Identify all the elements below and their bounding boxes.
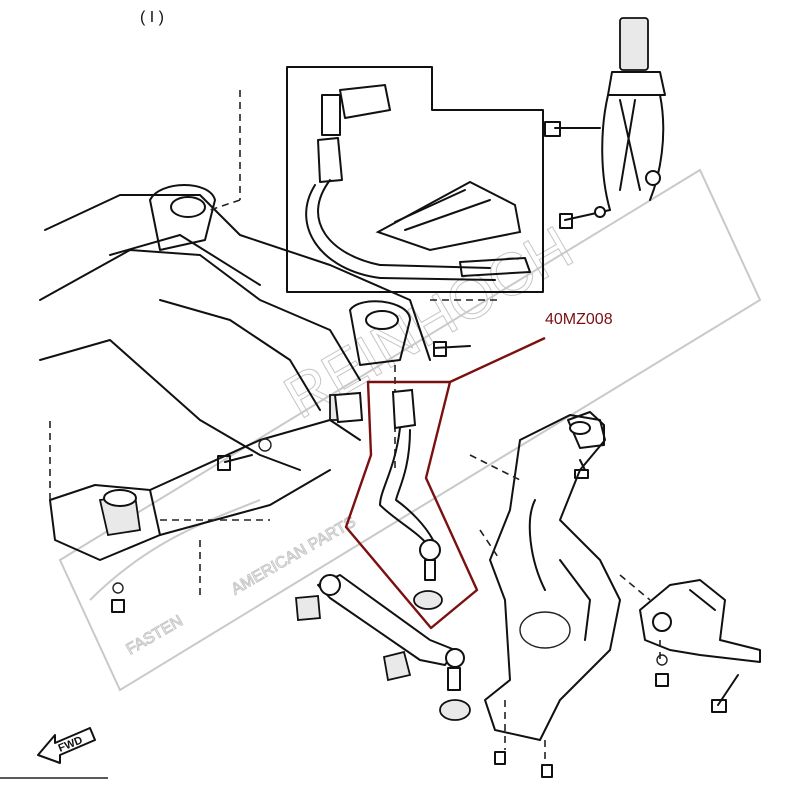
lower-control-arm-highlighted: 40MZ008: [333, 311, 613, 630]
fwd-label: FWD: [57, 734, 85, 755]
mounting-bolts: [217, 341, 471, 471]
watermark-line-1: FASTEN: [124, 613, 186, 659]
strut-assembly: [544, 17, 666, 229]
stabilizer-inset: [286, 66, 544, 293]
steering-knuckle: [469, 411, 621, 778]
transverse-link: [295, 574, 471, 721]
part-number-label: 40MZ008: [545, 311, 613, 328]
header-fragment: ( I ): [140, 9, 164, 26]
tie-rod-bracket: [619, 574, 761, 713]
fwd-arrow-icon: FWD: [37, 727, 96, 764]
